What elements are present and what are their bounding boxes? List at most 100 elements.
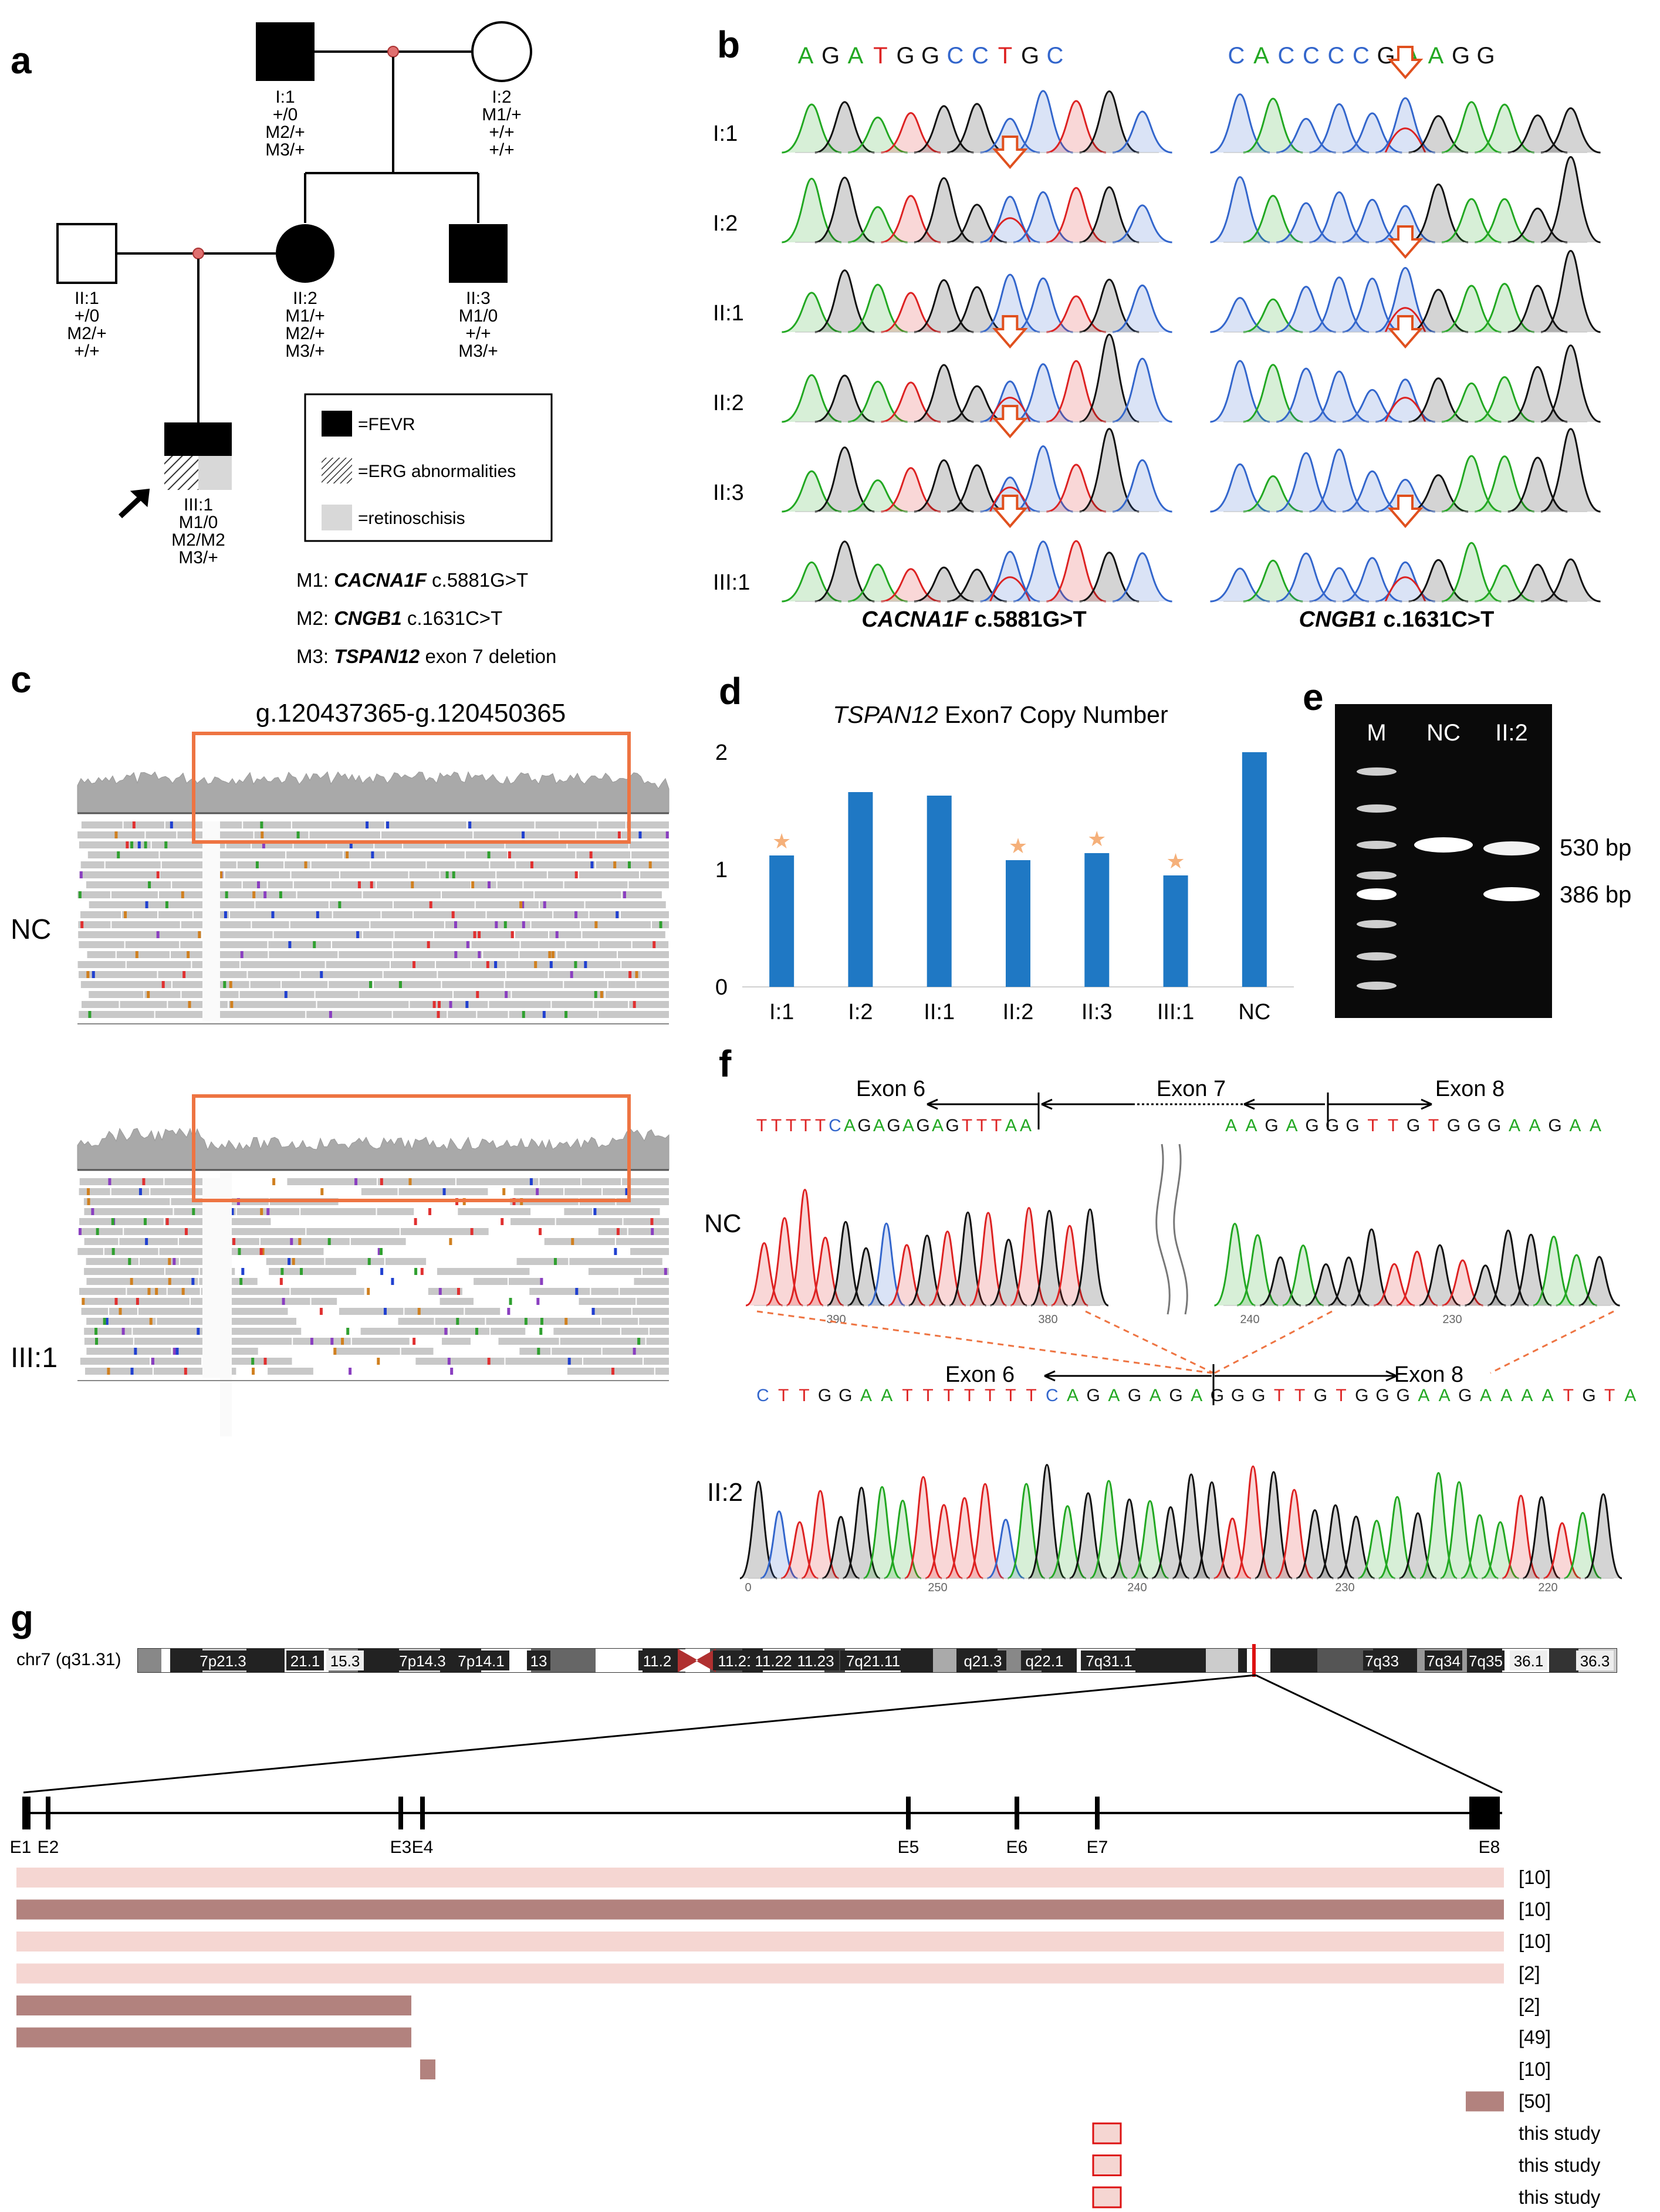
mismatch-mark [540, 1318, 543, 1325]
deletion-reference: [10] [1519, 1899, 1551, 1920]
band-label-bg [326, 1650, 364, 1670]
read-bar [640, 871, 669, 878]
read-bar [239, 1248, 324, 1255]
trace-peak [914, 459, 974, 513]
igv-track-iii1 [77, 1127, 670, 1436]
mismatch-mark [145, 1238, 148, 1245]
read-bar [449, 1328, 490, 1335]
mismatch-mark [224, 911, 227, 918]
trace-peak [1540, 344, 1601, 423]
x-tick-label: III:1 [1157, 1000, 1194, 1024]
read-bar [285, 861, 310, 868]
band-label: 11.22 [755, 1652, 792, 1670]
exon-box-e7 [1095, 1797, 1100, 1829]
read-bar [404, 1308, 464, 1315]
base-letter: T [778, 1386, 789, 1405]
gel-ladder-bands [1357, 767, 1397, 990]
mismatch-mark [398, 981, 402, 988]
trace-label-ii2: II:2 [707, 1478, 743, 1507]
read-bar [209, 1328, 302, 1335]
trace-peak [1275, 1489, 1313, 1579]
mismatch-mark [319, 1308, 323, 1315]
mismatch-mark [271, 911, 275, 918]
mismatch-mark [184, 1368, 187, 1375]
read-bar [377, 881, 471, 888]
mismatch-mark [542, 1011, 546, 1018]
read-bar [641, 971, 669, 978]
genotype-II-3-line: +/+ [465, 324, 491, 343]
read-bar [506, 971, 548, 978]
read-bar [122, 911, 158, 918]
genotype-II-1-line: M2/+ [67, 324, 107, 343]
trace-peak [1112, 284, 1172, 333]
mismatch-mark [519, 901, 523, 908]
trace-peak [1013, 277, 1073, 333]
read-bar [437, 1268, 530, 1275]
mismatch-mark [478, 951, 481, 958]
trace-peak [1337, 1516, 1375, 1579]
mismatch-mark [503, 921, 507, 928]
mismatch-mark [82, 1298, 85, 1305]
band-label-bg [1467, 1650, 1505, 1670]
band-label: 7p21.3 [200, 1652, 246, 1670]
mismatch-mark [284, 991, 288, 998]
x-tick-label: II:3 [1081, 1000, 1113, 1024]
mismatch-mark [614, 1248, 617, 1255]
igv-track-nc [77, 771, 670, 1024]
panel-a: a I:1+/0M2/+M3/+I:2M1/++/++/+II:1+/0M2/+… [11, 21, 556, 667]
deletion-bar [16, 1995, 411, 2015]
trace-peak [1131, 1500, 1169, 1579]
read-bar [428, 1288, 462, 1295]
read-bar [442, 891, 534, 898]
trace-peak [1375, 267, 1436, 333]
mismatch-mark [584, 961, 587, 968]
read-bar [401, 1348, 434, 1355]
mismatch-mark [130, 1278, 133, 1285]
read-bar [604, 971, 641, 978]
read-bar [212, 1338, 292, 1345]
base-letter: T [1604, 1386, 1615, 1405]
base-letter: G [1548, 1116, 1561, 1135]
read-bar [351, 1338, 410, 1345]
mismatch-mark [147, 1288, 151, 1295]
mismatch-mark [478, 931, 481, 938]
read-bar [105, 861, 161, 868]
read-bar [414, 911, 486, 918]
ideogram-band [901, 1649, 933, 1672]
mismatch-mark [444, 1328, 448, 1335]
mismatch-mark [574, 961, 577, 968]
band-label: 36.1 [1514, 1652, 1544, 1670]
lane-label-m: M [1367, 720, 1386, 746]
mismatch-mark [465, 1001, 469, 1008]
mismatch-mark [429, 901, 432, 908]
mismatch-mark [623, 891, 626, 898]
read-bar [315, 991, 359, 998]
read-bar [491, 1328, 526, 1335]
base-letter: T [976, 1116, 987, 1135]
read-bar [634, 1278, 669, 1285]
read-bar [268, 941, 331, 948]
mismatch-mark [272, 1178, 276, 1185]
read-bar [630, 1248, 669, 1255]
genotype-labels: I:1+/0M2/+M3/+I:2M1/++/++/+II:1+/0M2/++/… [67, 87, 522, 567]
read-bar [467, 821, 535, 828]
mismatch-mark [329, 1011, 332, 1018]
trace-peak [1342, 198, 1402, 243]
y-tick-label: 2 [715, 740, 728, 765]
read-bar [292, 821, 385, 828]
mismatch-mark [266, 1208, 270, 1215]
mismatch-mark [437, 1011, 440, 1018]
mismatch-mark [524, 1318, 528, 1325]
mismatch-mark [471, 881, 475, 888]
read-bar [329, 981, 373, 988]
band-label: q21.3 [963, 1652, 1002, 1670]
trace-peak [814, 446, 875, 513]
base-letter: G [1355, 1386, 1368, 1405]
mismatch-mark [103, 1318, 106, 1325]
mismatch-mark [539, 1328, 543, 1335]
mismatch-mark [449, 1001, 452, 1008]
mismatch-mark [132, 821, 136, 828]
mismatch-mark [356, 931, 360, 938]
read-bar [124, 1228, 214, 1235]
